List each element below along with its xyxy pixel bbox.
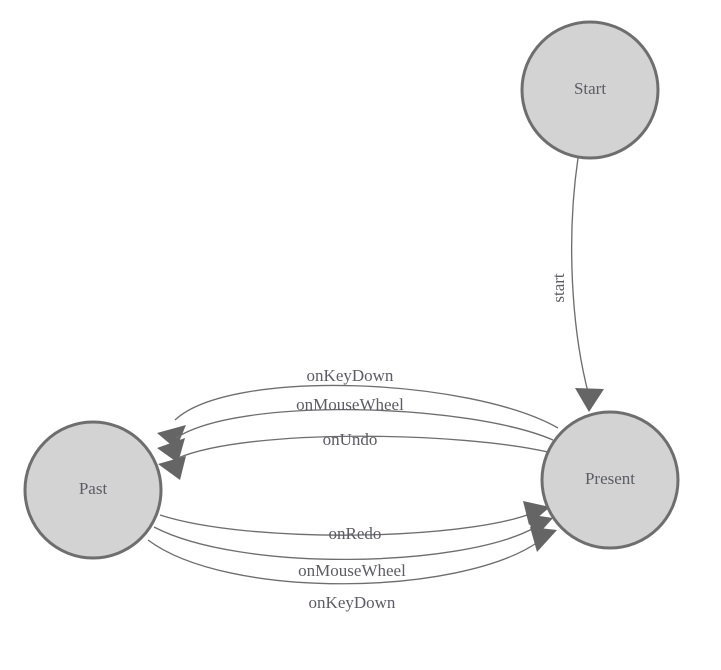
edge-past-to-present-wheel-path: [153, 526, 535, 561]
node-start[interactable]: Start: [520, 20, 660, 160]
node-past[interactable]: Past: [23, 420, 163, 560]
node-start-circle: [520, 20, 660, 160]
edge-start-to-present[interactable]: start: [549, 157, 604, 412]
node-past-label: Past: [79, 479, 108, 498]
edge-past-to-present-redo-path: [159, 513, 531, 536]
arrowhead-present-to-past-wheel: [157, 438, 185, 463]
edge-present-to-past-undo-path: [177, 435, 549, 459]
node-present-circle: [540, 410, 680, 550]
edge-present-to-past-wheel[interactable]: onMouseWheel: [157, 395, 554, 463]
edge-present-to-past-keydown[interactable]: onKeyDown: [157, 366, 559, 449]
edge-past-to-present-keydown[interactable]: onKeyDown: [147, 527, 557, 612]
edge-present-to-past-keydown-path: [174, 384, 559, 429]
edge-label-present-to-past-keydown: onKeyDown: [307, 366, 394, 385]
node-past-circle: [23, 420, 163, 560]
edge-label-past-to-present-redo: onRedo: [329, 524, 382, 543]
node-present[interactable]: Present: [540, 410, 680, 550]
edge-past-to-present-keydown-path: [147, 539, 539, 585]
edge-label-start: start: [549, 273, 568, 303]
edge-present-to-past-wheel-path: [175, 408, 554, 441]
edge-start-to-present-path: [570, 157, 589, 393]
node-present-label: Present: [585, 469, 635, 488]
edge-label-present-to-past-undo: onUndo: [323, 430, 378, 449]
arrowhead-present-to-past-undo: [158, 456, 186, 480]
edge-label-past-to-present-wheel: onMouseWheel: [298, 561, 406, 580]
edge-label-past-to-present-keydown: onKeyDown: [309, 593, 396, 612]
edge-label-present-to-past-wheel: onMouseWheel: [296, 395, 404, 414]
node-start-label: Start: [574, 79, 606, 98]
arrowhead-start-to-present: [575, 388, 604, 412]
edge-present-to-past-undo[interactable]: onUndo: [158, 430, 549, 480]
arrowhead-past-to-present-keydown: [530, 527, 557, 552]
arrowhead-present-to-past-keydown: [157, 425, 186, 449]
edge-past-to-present-redo[interactable]: onRedo: [159, 501, 550, 543]
